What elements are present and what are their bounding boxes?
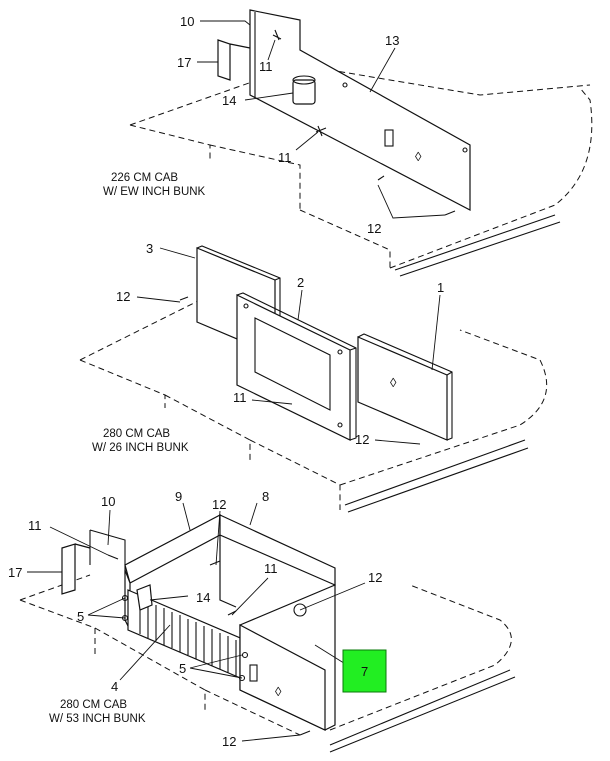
caption-bottom: 280 CM CAB W/ 53 INCH BUNK: [49, 699, 146, 725]
screw-11-bot-a: [107, 554, 119, 560]
callout-11: 11: [264, 561, 278, 576]
bracket-17-bot: [61, 543, 91, 595]
mid-floor-edges: [79, 299, 341, 510]
callout-14: 14: [222, 93, 236, 108]
part-14: [292, 79, 316, 105]
panel-2: [236, 294, 351, 441]
mid-rail: [344, 439, 529, 513]
callout-17: 17: [8, 565, 22, 580]
callout-4: 4: [111, 679, 118, 694]
callout-3: 3: [146, 241, 153, 256]
callout-13: 13: [385, 33, 399, 48]
callout-12: 12: [116, 289, 130, 304]
panel-2-cutout: [254, 317, 331, 411]
bot-rail: [329, 669, 516, 753]
grommet: [293, 603, 307, 617]
callout-5: 5: [77, 609, 84, 624]
callout-11: 11: [233, 390, 247, 405]
callout-11: 11: [259, 59, 273, 74]
callout-12: 12: [367, 221, 381, 236]
panel-8: [219, 514, 336, 586]
top-floor-edges: [129, 124, 391, 268]
screw-12-bot-c: [299, 730, 311, 736]
callout-12: 12: [355, 432, 369, 447]
callout-8: 8: [262, 489, 269, 504]
caption-top-line1: 226 CM CAB: [111, 172, 178, 184]
callout-10: 10: [180, 14, 194, 29]
callout-10: 10: [101, 494, 115, 509]
top-leaders: [197, 20, 446, 219]
caption-top-line2: W/ EW INCH BUNK: [103, 186, 206, 198]
caption-mid-line2: W/ 26 INCH BUNK: [92, 442, 189, 454]
middle-leaders: [136, 247, 441, 445]
callout-7: 7: [361, 664, 368, 679]
callout-12: 12: [212, 497, 226, 512]
bot-switch-cutout: [249, 664, 258, 682]
callout-12: 12: [222, 734, 236, 749]
callouts-bottom: 10 9 8 12 11 17 11 12 14 5 5 4 7 12: [8, 489, 382, 749]
caption-middle: 280 CM CAB W/ 26 INCH BUNK: [92, 428, 189, 454]
bot-floor-edges: [19, 574, 301, 736]
screw-11a: [272, 29, 282, 41]
screw-11b: [315, 125, 327, 137]
mid-tunnel: [339, 329, 548, 486]
caption-top: 226 CM CAB W/ EW INCH BUNK: [103, 172, 206, 198]
top-switch-cutout: [384, 129, 394, 147]
panel-9-top: [124, 514, 221, 584]
callout-1: 1: [437, 280, 444, 295]
callouts-middle: 3 2 1 12 11 12: [116, 241, 444, 447]
svg-text:◊: ◊: [275, 684, 282, 699]
callouts-top: 10 13 17 11 14 11 12: [177, 14, 399, 236]
middle-assembly: ◊: [79, 245, 548, 513]
caption-bot-line2: W/ 53 INCH BUNK: [49, 713, 146, 725]
highlight-box-7[interactable]: [342, 649, 387, 693]
callout-12: 12: [368, 570, 382, 585]
callout-2: 2: [297, 275, 304, 290]
caption-bot-line1: 280 CM CAB: [60, 699, 127, 711]
bot-tunnel: [329, 584, 512, 731]
screw-12-bot-a: [209, 560, 221, 566]
screw-12-mid: [179, 296, 189, 301]
callout-9: 9: [175, 489, 182, 504]
caption-mid-line1: 280 CM CAB: [103, 428, 170, 440]
panel-7: [239, 624, 326, 731]
callout-11: 11: [278, 150, 292, 165]
panel-13: [249, 9, 471, 211]
svg-text:◊: ◊: [390, 375, 397, 390]
bottom-assembly: ◊: [19, 514, 516, 753]
svg-text:◊: ◊: [415, 149, 422, 164]
bracket-17: [217, 39, 251, 81]
top-assembly: ◊: [129, 9, 593, 277]
callout-11: 11: [28, 518, 42, 533]
part-10-bot: [89, 529, 126, 575]
callout-17: 17: [177, 55, 191, 70]
screws-12-top: [377, 175, 456, 216]
callout-14: 14: [196, 590, 210, 605]
top-rail: [394, 214, 561, 277]
top-floor-outline: [129, 64, 591, 126]
part-14-bot: [136, 584, 153, 611]
callout-5: 5: [179, 661, 186, 676]
top-tunnel: [389, 87, 593, 269]
